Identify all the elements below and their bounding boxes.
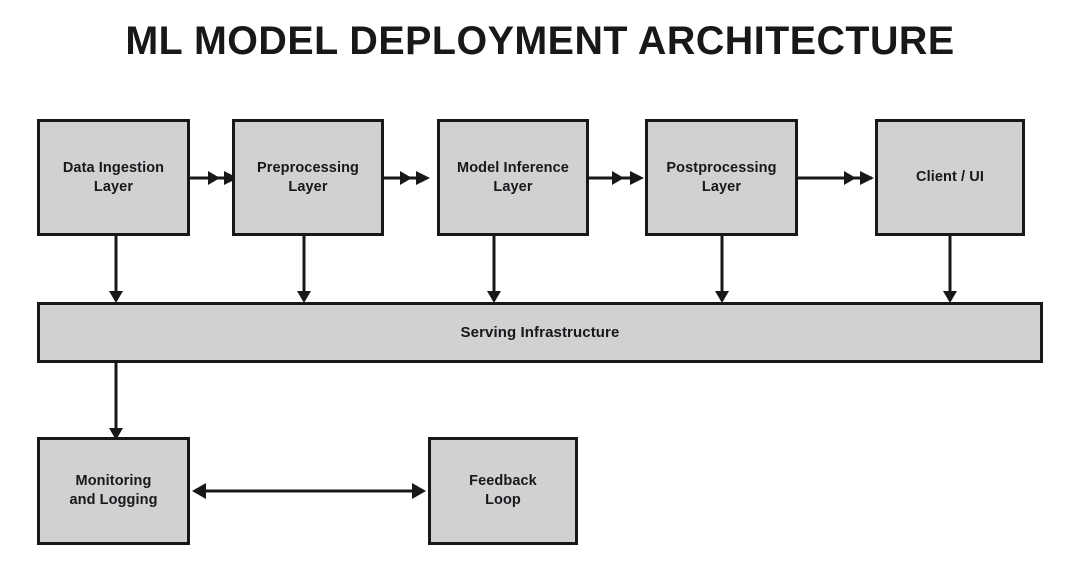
connector-inference-to-infrastructure (482, 235, 506, 305)
node-serving-infrastructure[interactable]: Serving Infrastructure (37, 302, 1043, 363)
node-client-ui[interactable]: Client / UI (875, 119, 1025, 236)
connector-monitoring-feedback-link (188, 476, 430, 506)
node-label: Serving Infrastructure (460, 323, 620, 341)
connector-postprocessing-to-infrastructure (710, 235, 734, 305)
node-feedback-loop[interactable]: Feedback Loop (428, 437, 578, 545)
node-label: Preprocessing Layer (256, 159, 360, 195)
node-label: Monitoring and Logging (69, 473, 158, 508)
node-monitoring-and-logging[interactable]: Monitoring and Logging (37, 437, 190, 545)
node-preprocessing-layer[interactable]: Preprocessing Layer (232, 119, 384, 236)
connector-postprocessing-to-client (798, 163, 878, 193)
node-data-ingestion-layer[interactable]: Data Ingestion Layer (37, 119, 190, 236)
connector-preprocessing-to-inference (382, 163, 432, 193)
connector-inference-to-postprocessing (588, 163, 646, 193)
node-label: Model Inference Layer (457, 159, 569, 195)
connector-infrastructure-to-monitoring (104, 362, 128, 442)
node-label: Data Ingestion Layer (62, 159, 165, 195)
page-title: ML MODEL DEPLOYMENT ARCHITECTURE (125, 19, 955, 63)
connector-preprocessing-to-infrastructure (292, 235, 316, 305)
node-label: Postprocessing Layer (666, 159, 777, 195)
connector-ingestion-to-infrastructure (104, 235, 128, 305)
node-label: Feedback Loop (469, 473, 537, 508)
connector-client-to-infrastructure (938, 235, 962, 305)
node-model-inference-layer[interactable]: Model Inference Layer (437, 119, 589, 236)
node-label: Client / UI (916, 169, 984, 185)
node-postprocessing-layer[interactable]: Postprocessing Layer (645, 119, 798, 236)
connector-ingestion-to-preprocessing (190, 163, 240, 193)
